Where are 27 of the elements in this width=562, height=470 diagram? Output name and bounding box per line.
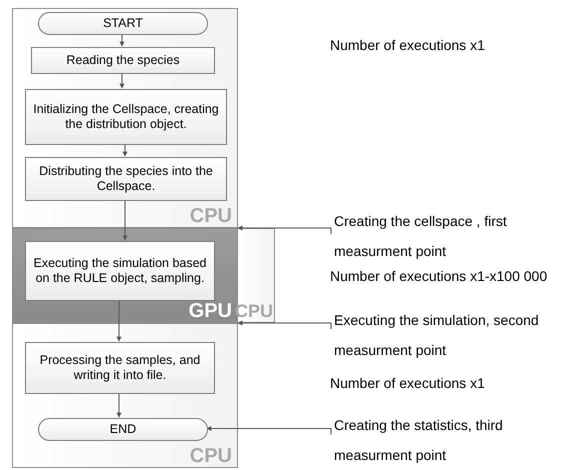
leader-line: [237, 226, 332, 234]
leader-line: [206, 426, 332, 435]
arrow: [116, 300, 122, 342]
arrow: [122, 144, 128, 157]
arrow: [120, 34, 124, 47]
process-box: Reading the species: [31, 47, 215, 74]
process-box: Processing the samples, and writing it into file.: [25, 342, 215, 394]
execution-count-note: Number of executions x1: [330, 374, 485, 392]
arrow: [120, 72, 124, 89]
process-box: Executing the simulation based on the RULE object, sampling.: [25, 241, 215, 301]
execution-count-note: Number of executions x1-x100 000: [330, 267, 548, 285]
processor-label: CPU: [190, 205, 232, 227]
processor-panel: [12, 323, 238, 468]
processor-label: CPU: [190, 445, 232, 467]
terminal-box: END: [38, 418, 208, 441]
annotation-text: Executing the simulation, second measurment point: [334, 305, 560, 365]
annotation-text: Creating the statistics, third measurment point: [334, 410, 560, 470]
process-box: Distributing the species into the Cellspace.: [25, 157, 227, 201]
execution-count-note: Number of executions x1: [330, 36, 485, 54]
process-box: Initializing the Cellspace, creating the distribution object.: [25, 89, 227, 145]
processor-label: GPU: [188, 300, 232, 322]
terminal-box: START: [38, 12, 208, 35]
annotation-text: Creating the cellspace , first measurment point: [334, 206, 560, 266]
leader-line: [237, 320, 332, 330]
processor-panel: [12, 8, 238, 228]
arrow: [116, 392, 122, 418]
arrow: [122, 200, 128, 241]
